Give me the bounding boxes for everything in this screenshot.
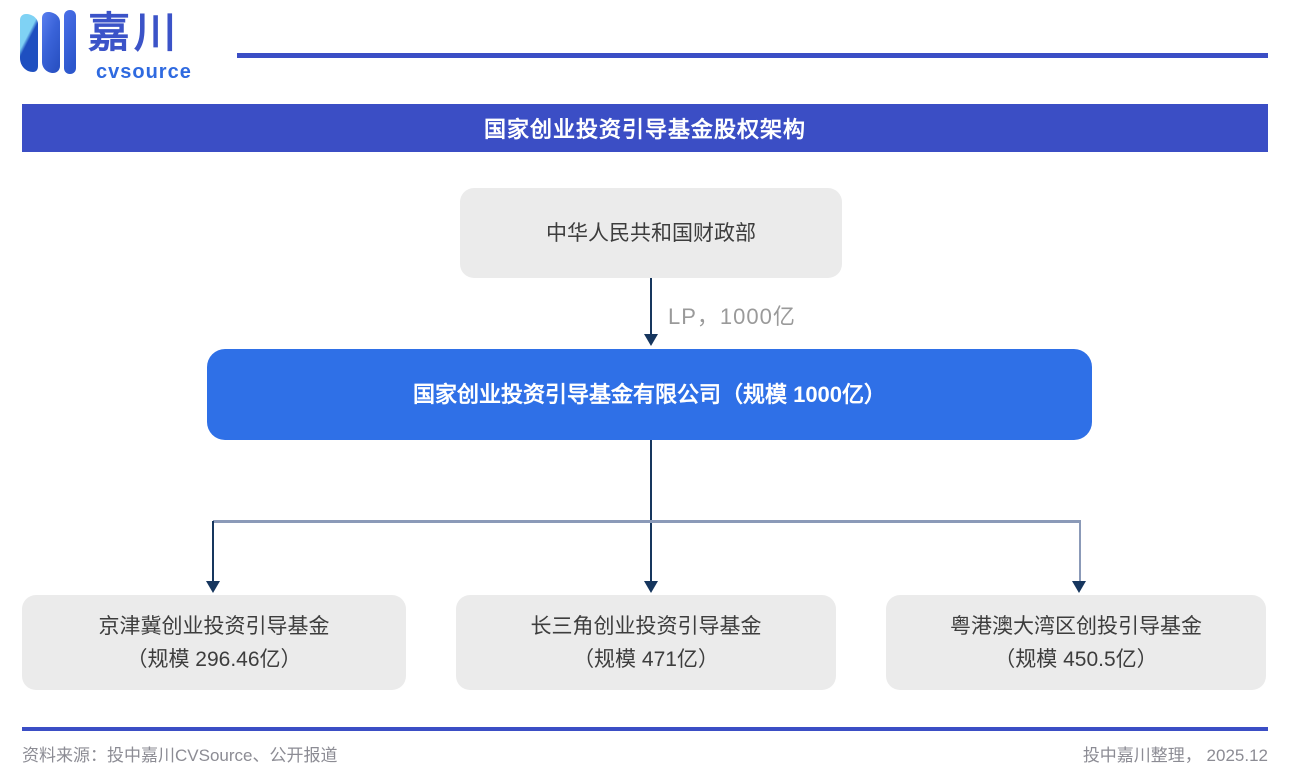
footer-source-text: 资料来源：投中嘉川CVSource、公开报道 [22, 746, 338, 765]
edge-fund-to-middle-line [650, 440, 652, 583]
node-label-line2: （规模 450.5亿） [994, 647, 1158, 671]
branch-horizontal-line [213, 520, 1081, 523]
chart-title-banner: 国家创业投资引导基金股权架构 [22, 104, 1268, 152]
node-label: 国家创业投资引导基金有限公司（规模 1000亿） [412, 382, 887, 407]
node-changsanjiao-fund: 长三角创业投资引导基金 （规模 471亿） [456, 595, 836, 690]
edge-fund-to-left-line [212, 521, 214, 583]
cvsource-logo-icon [20, 10, 76, 74]
node-label: 中华人民共和国财政部 [546, 221, 756, 245]
footer-divider [22, 727, 1268, 731]
node-label-line1: 京津冀创业投资引导基金 [98, 614, 330, 638]
node-jingjinji-fund: 京津冀创业投资引导基金 （规模 296.46亿） [22, 595, 406, 690]
node-ministry-of-finance: 中华人民共和国财政部 [460, 188, 842, 278]
node-label-line2: （规模 471亿） [573, 647, 719, 671]
chart-title: 国家创业投资引导基金股权架构 [483, 117, 806, 142]
edge-left-arrow-icon [206, 581, 220, 593]
edge-parent-to-fund-arrow-icon [644, 334, 658, 346]
edge-middle-arrow-icon [644, 581, 658, 593]
header-divider [237, 53, 1268, 58]
logo-subtext: cvsource [96, 61, 192, 83]
footer-credit-text: 投中嘉川整理， 2025.12 [1082, 746, 1268, 765]
node-national-guidance-fund: 国家创业投资引导基金有限公司（规模 1000亿） [207, 349, 1092, 440]
edge-lp-label: LP，1000亿 [668, 304, 796, 329]
node-label-line2: （规模 296.46亿） [126, 647, 302, 671]
node-label-line1: 长三角创业投资引导基金 [530, 614, 762, 638]
node-label-line1: 粤港澳大湾区创投引导基金 [950, 614, 1202, 638]
edge-right-arrow-icon [1072, 581, 1086, 593]
node-greaterbay-fund: 粤港澳大湾区创投引导基金 （规模 450.5亿） [886, 595, 1266, 690]
logo-wordmark: 嘉川 [88, 9, 181, 56]
edge-fund-to-right-line [1079, 521, 1081, 583]
edge-parent-to-fund-line [650, 278, 652, 336]
